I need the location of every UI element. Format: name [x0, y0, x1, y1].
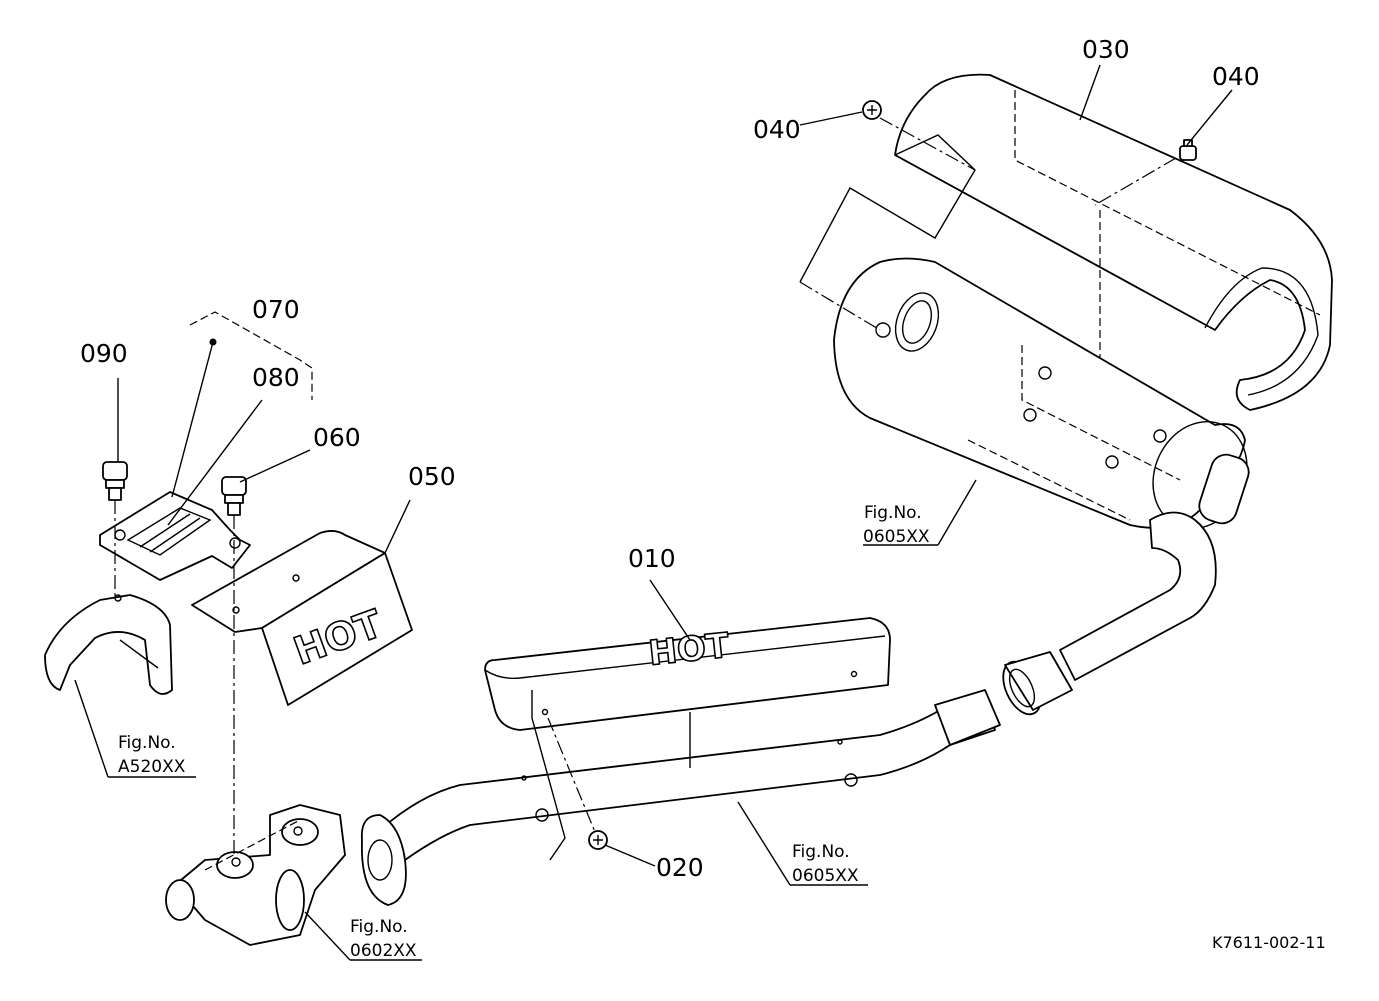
figref-manifold-number: 0602XX: [350, 941, 417, 961]
callout-040-right: 040: [1212, 62, 1260, 91]
exhaust-pipe: [360, 689, 1001, 906]
figref-manifold-label: Fig.No.: [350, 917, 408, 937]
callout-060: 060: [313, 423, 361, 452]
callout-070: 070: [252, 295, 300, 324]
figref-muffler-number: 0605XX: [863, 527, 930, 547]
callout-040-left: 040: [753, 115, 801, 144]
callout-030: 030: [1082, 35, 1130, 64]
assembly-lines: [114, 117, 1177, 861]
manifold-heat-shield: HOT: [191, 530, 413, 706]
bolt-060: [221, 476, 247, 516]
figref-manifold: Fig.No. 0602XX: [350, 917, 417, 961]
shield-hot-text: HOT: [647, 626, 732, 674]
screw-040-left: [862, 100, 882, 120]
exhaust-manifold: [165, 804, 346, 946]
tail-pipe: [1002, 511, 1217, 716]
mount-bracket: [99, 491, 251, 581]
callout-020: 020: [656, 853, 704, 882]
screw-020: [588, 830, 608, 850]
callout-080: 080: [252, 363, 300, 392]
callout-090: 090: [80, 339, 128, 368]
figref-bracket-label: Fig.No.: [118, 733, 176, 753]
figref-muffler: Fig.No. 0605XX: [863, 503, 930, 547]
bolt-090: [102, 461, 128, 501]
callout-010: 010: [628, 544, 676, 573]
figref-muffler-label: Fig.No.: [864, 503, 922, 523]
figref-pipe-label: Fig.No.: [792, 842, 850, 862]
figref-bracket-number: A520XX: [118, 757, 186, 777]
engine-bracket: [44, 594, 173, 695]
reference-dot: [209, 338, 217, 346]
figref-bracket: Fig.No. A520XX: [118, 733, 186, 777]
pipe-heat-shield: HOT: [484, 617, 891, 768]
figref-pipe: Fig.No. 0605XX: [792, 842, 859, 886]
muffler-body: [833, 257, 1250, 530]
callout-050: 050: [408, 462, 456, 491]
leader-lines: [74, 64, 1233, 961]
figref-pipe-number: 0605XX: [792, 866, 859, 886]
drawing-code: K7611-002-11: [1212, 933, 1326, 952]
